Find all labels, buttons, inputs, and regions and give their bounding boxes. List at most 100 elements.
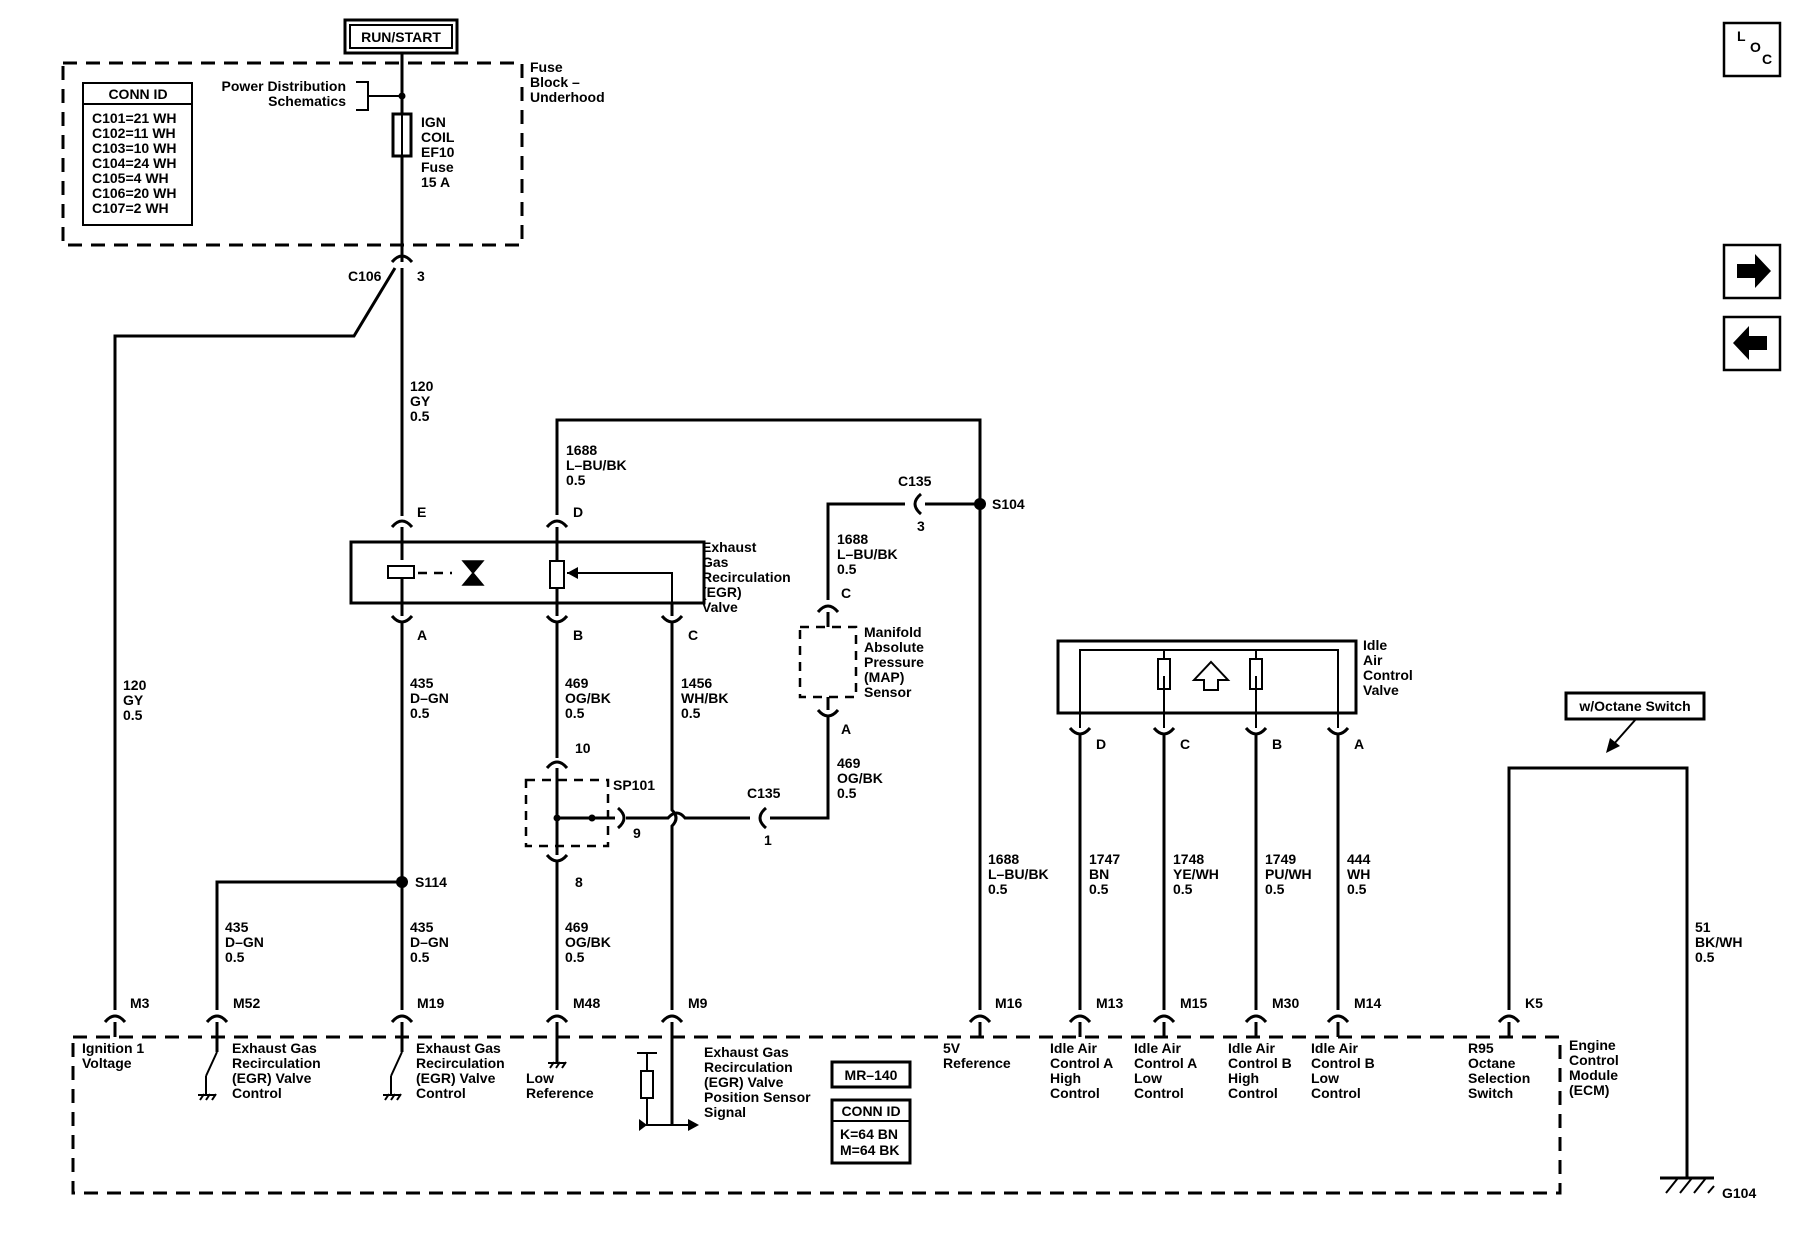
svg-text:8: 8 (575, 874, 583, 890)
wire-120-left-label: 120 GY 0.5 (123, 677, 147, 723)
egr-pin-a (390, 614, 414, 624)
ecm-circuit-iac-b-high: Idle Air Control B High Control (1228, 1040, 1292, 1101)
svg-text:L–BU/BK: L–BU/BK (837, 546, 898, 562)
svg-text:Position Sensor: Position Sensor (704, 1089, 811, 1105)
svg-text:0.5: 0.5 (837, 561, 857, 577)
svg-text:Valve: Valve (702, 599, 738, 615)
ecm-pin-m9: M9 (637, 995, 708, 1131)
mr-140-box (830, 1060, 912, 1089)
fuse-conn-id-title: CONN ID (108, 86, 167, 102)
svg-text:Reference: Reference (943, 1055, 1011, 1071)
svg-text:OG/BK: OG/BK (565, 934, 611, 950)
wire-1688-map (826, 502, 905, 600)
egr-pin-e (390, 519, 414, 529)
ecm-circuit-octane-selection: R95 Octane Selection Switch (1468, 1040, 1530, 1101)
c135-top-connector (913, 492, 923, 516)
sp101-label: SP101 (613, 777, 655, 793)
svg-text:OG/BK: OG/BK (837, 770, 883, 786)
svg-text:1749: 1749 (1265, 851, 1296, 867)
svg-text:High: High (1228, 1070, 1259, 1086)
svg-text:3: 3 (917, 518, 925, 534)
arrow-right-icon (1737, 254, 1771, 288)
run-start-label: RUN/START (361, 29, 441, 45)
svg-text:1688: 1688 (566, 442, 597, 458)
svg-text:M=64 BK: M=64 BK (840, 1142, 900, 1158)
svg-text:Air: Air (1363, 652, 1383, 668)
svg-text:D–GN: D–GN (225, 934, 264, 950)
svg-text:Control: Control (1050, 1085, 1100, 1101)
iac-pin-b (1244, 726, 1268, 736)
svg-text:Power Distribution: Power Distribution (222, 78, 346, 94)
iac-valve (1056, 639, 1358, 715)
svg-text:Exhaust Gas: Exhaust Gas (704, 1044, 789, 1060)
svg-text:0.5: 0.5 (1173, 881, 1193, 897)
previous-page-button[interactable] (1722, 315, 1782, 372)
fuse-conn-id-table (82, 82, 193, 226)
svg-text:M15: M15 (1180, 995, 1207, 1011)
pds-bracket (356, 81, 402, 111)
svg-text:Voltage: Voltage (82, 1055, 132, 1071)
svg-text:A: A (417, 627, 427, 643)
egr-valve-symbol (461, 560, 485, 586)
svg-text:C102=11 WH: C102=11 WH (92, 125, 176, 141)
svg-text:M14: M14 (1354, 995, 1381, 1011)
svg-text:1688: 1688 (837, 531, 868, 547)
svg-text:GY: GY (123, 692, 144, 708)
wire-120-gy-branch (113, 267, 397, 1010)
wire-435-branch (215, 880, 402, 1010)
svg-text:PU/WH: PU/WH (1265, 866, 1312, 882)
egr-pin-c (660, 614, 684, 624)
svg-text:(EGR): (EGR) (702, 584, 742, 600)
svg-text:0.5: 0.5 (565, 705, 585, 721)
wire-1749-label: 1749 PU/WH 0.5 (1265, 851, 1312, 897)
svg-text:0.5: 0.5 (1695, 949, 1715, 965)
svg-text:M19: M19 (417, 995, 444, 1011)
svg-text:Gas: Gas (702, 554, 729, 570)
wire-469-map (770, 716, 830, 820)
ecm-pin-m30: M30 (1244, 995, 1299, 1037)
wire-120-main-label: 120 GY 0.5 (410, 378, 434, 424)
svg-text:Control B: Control B (1228, 1055, 1292, 1071)
svg-text:OG/BK: OG/BK (565, 690, 611, 706)
map-sensor-label: Manifold Absolute Pressure (MAP) Sensor (864, 624, 924, 700)
svg-text:0.5: 0.5 (410, 408, 430, 424)
svg-text:Control: Control (1311, 1085, 1361, 1101)
svg-text:C: C (688, 627, 698, 643)
sp101-splice-pack (524, 778, 610, 848)
iac-coil-b (1249, 658, 1263, 690)
svg-text:L: L (1737, 28, 1746, 44)
svg-text:R95: R95 (1468, 1040, 1494, 1056)
svg-text:Ignition 1: Ignition 1 (82, 1040, 144, 1056)
svg-text:5V: 5V (943, 1040, 961, 1056)
sp101-pin-8 (545, 853, 569, 863)
svg-text:(MAP): (MAP) (864, 669, 904, 685)
ecm-pin-m16: M16 (968, 995, 1022, 1037)
svg-text:WH/BK: WH/BK (681, 690, 728, 706)
svg-text:1748: 1748 (1173, 851, 1204, 867)
svg-text:Control A: Control A (1050, 1055, 1113, 1071)
svg-text:Control: Control (416, 1085, 466, 1101)
svg-text:(EGR) Valve: (EGR) Valve (232, 1070, 312, 1086)
wire-51-bk-wh (1507, 766, 1689, 1178)
ecm-circuit-iac-b-low: Idle Air Control B Low Control (1311, 1040, 1375, 1101)
svg-text:C103=10 WH: C103=10 WH (92, 140, 176, 156)
svg-text:Recirculation: Recirculation (704, 1059, 793, 1075)
svg-text:BK/WH: BK/WH (1695, 934, 1742, 950)
svg-text:Control: Control (1228, 1085, 1278, 1101)
wire-435-b-label: 435 D–GN 0.5 (225, 919, 264, 965)
svg-text:Low: Low (1311, 1070, 1339, 1086)
wire-1456-wh-bk (670, 622, 678, 1010)
svg-text:Switch: Switch (1468, 1085, 1513, 1101)
svg-text:Control: Control (232, 1085, 282, 1101)
next-page-button[interactable] (1722, 243, 1782, 300)
ecm-conn-id-table (830, 1098, 912, 1165)
sp101-pin-9 (616, 806, 626, 830)
ecm-circuit-iac-a-low: Idle Air Control A Low Control (1134, 1040, 1197, 1101)
wire-51-label: 51 BK/WH 0.5 (1695, 919, 1742, 965)
svg-text:M9: M9 (688, 995, 708, 1011)
svg-text:M52: M52 (233, 995, 260, 1011)
svg-text:Manifold: Manifold (864, 624, 922, 640)
wire-469-b-label: 469 OG/BK 0.5 (565, 675, 611, 721)
loc-button[interactable]: L O C (1722, 21, 1782, 78)
